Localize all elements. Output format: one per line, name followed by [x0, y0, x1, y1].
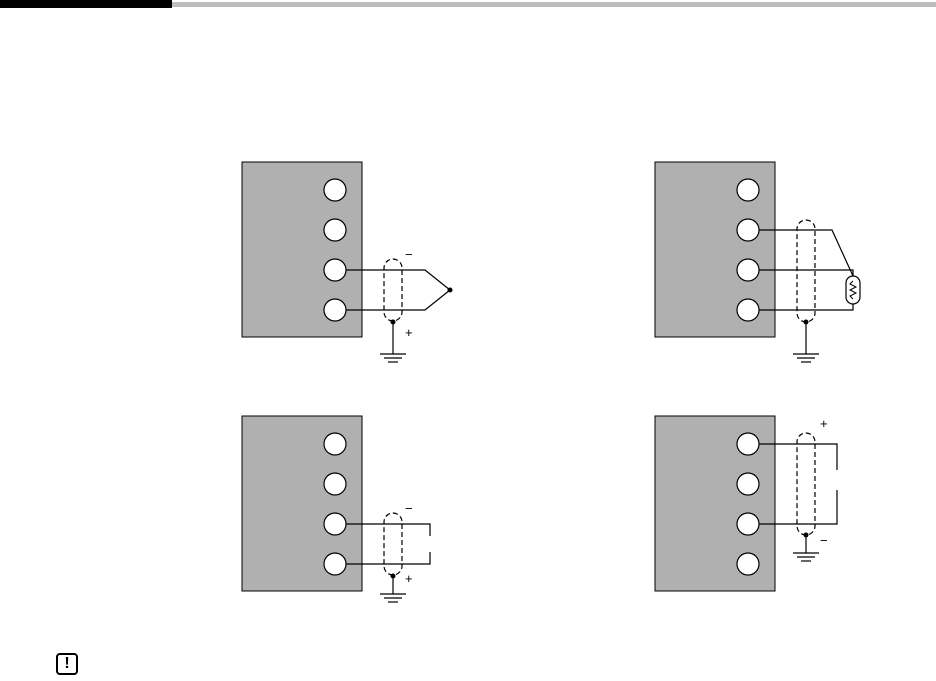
terminal-1 [324, 433, 346, 455]
terminal-4 [737, 553, 759, 575]
polarity-plus: + [405, 325, 413, 340]
ground-symbol [793, 322, 819, 362]
terminal-1 [324, 179, 346, 201]
terminal-3 [737, 259, 759, 281]
cable-shield [384, 259, 402, 321]
terminal-2 [324, 473, 346, 495]
rtd-resistor-body [846, 276, 860, 304]
diagram-voltage-input: − + [242, 416, 430, 602]
exclamation-icon: ! [56, 653, 78, 675]
terminal-4 [324, 299, 346, 321]
terminal-1 [737, 179, 759, 201]
polarity-minus: − [820, 533, 828, 548]
terminal-3 [324, 259, 346, 281]
polarity-plus: + [820, 416, 828, 431]
ground-symbol [380, 322, 406, 362]
polarity-plus: + [405, 571, 413, 586]
cable-shield [384, 513, 402, 575]
terminal-2 [737, 473, 759, 495]
cable-shield [797, 433, 815, 535]
terminal-3 [324, 513, 346, 535]
terminal-3 [737, 513, 759, 535]
terminal-4 [737, 299, 759, 321]
terminal-2 [324, 219, 346, 241]
cable-shield [797, 220, 815, 322]
terminal-1 [737, 433, 759, 455]
polarity-minus: − [405, 247, 413, 262]
diagram-thermocouple: − + [242, 162, 453, 362]
thermocouple-junction [448, 288, 453, 293]
polarity-minus: − [405, 501, 413, 516]
diagram-rtd [655, 162, 860, 362]
terminal-2 [737, 219, 759, 241]
terminal-4 [324, 553, 346, 575]
diagram-current-input: + − [655, 416, 837, 591]
